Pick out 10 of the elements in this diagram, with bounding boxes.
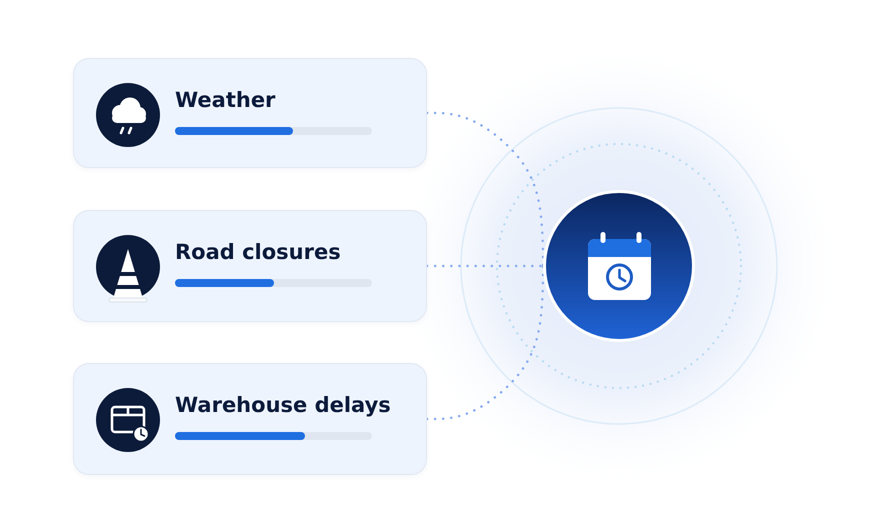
factor-card [73, 58, 427, 168]
factor-card [73, 210, 427, 322]
dotted-connector [426, 264, 544, 268]
dotted-connector [426, 112, 544, 268]
dotted-connector [426, 264, 544, 420]
factor-card [73, 363, 427, 475]
hub-circle [543, 190, 695, 342]
card-title: Road closures [175, 240, 341, 265]
card-title: Weather [175, 88, 276, 113]
card-title: Warehouse delays [175, 393, 391, 418]
